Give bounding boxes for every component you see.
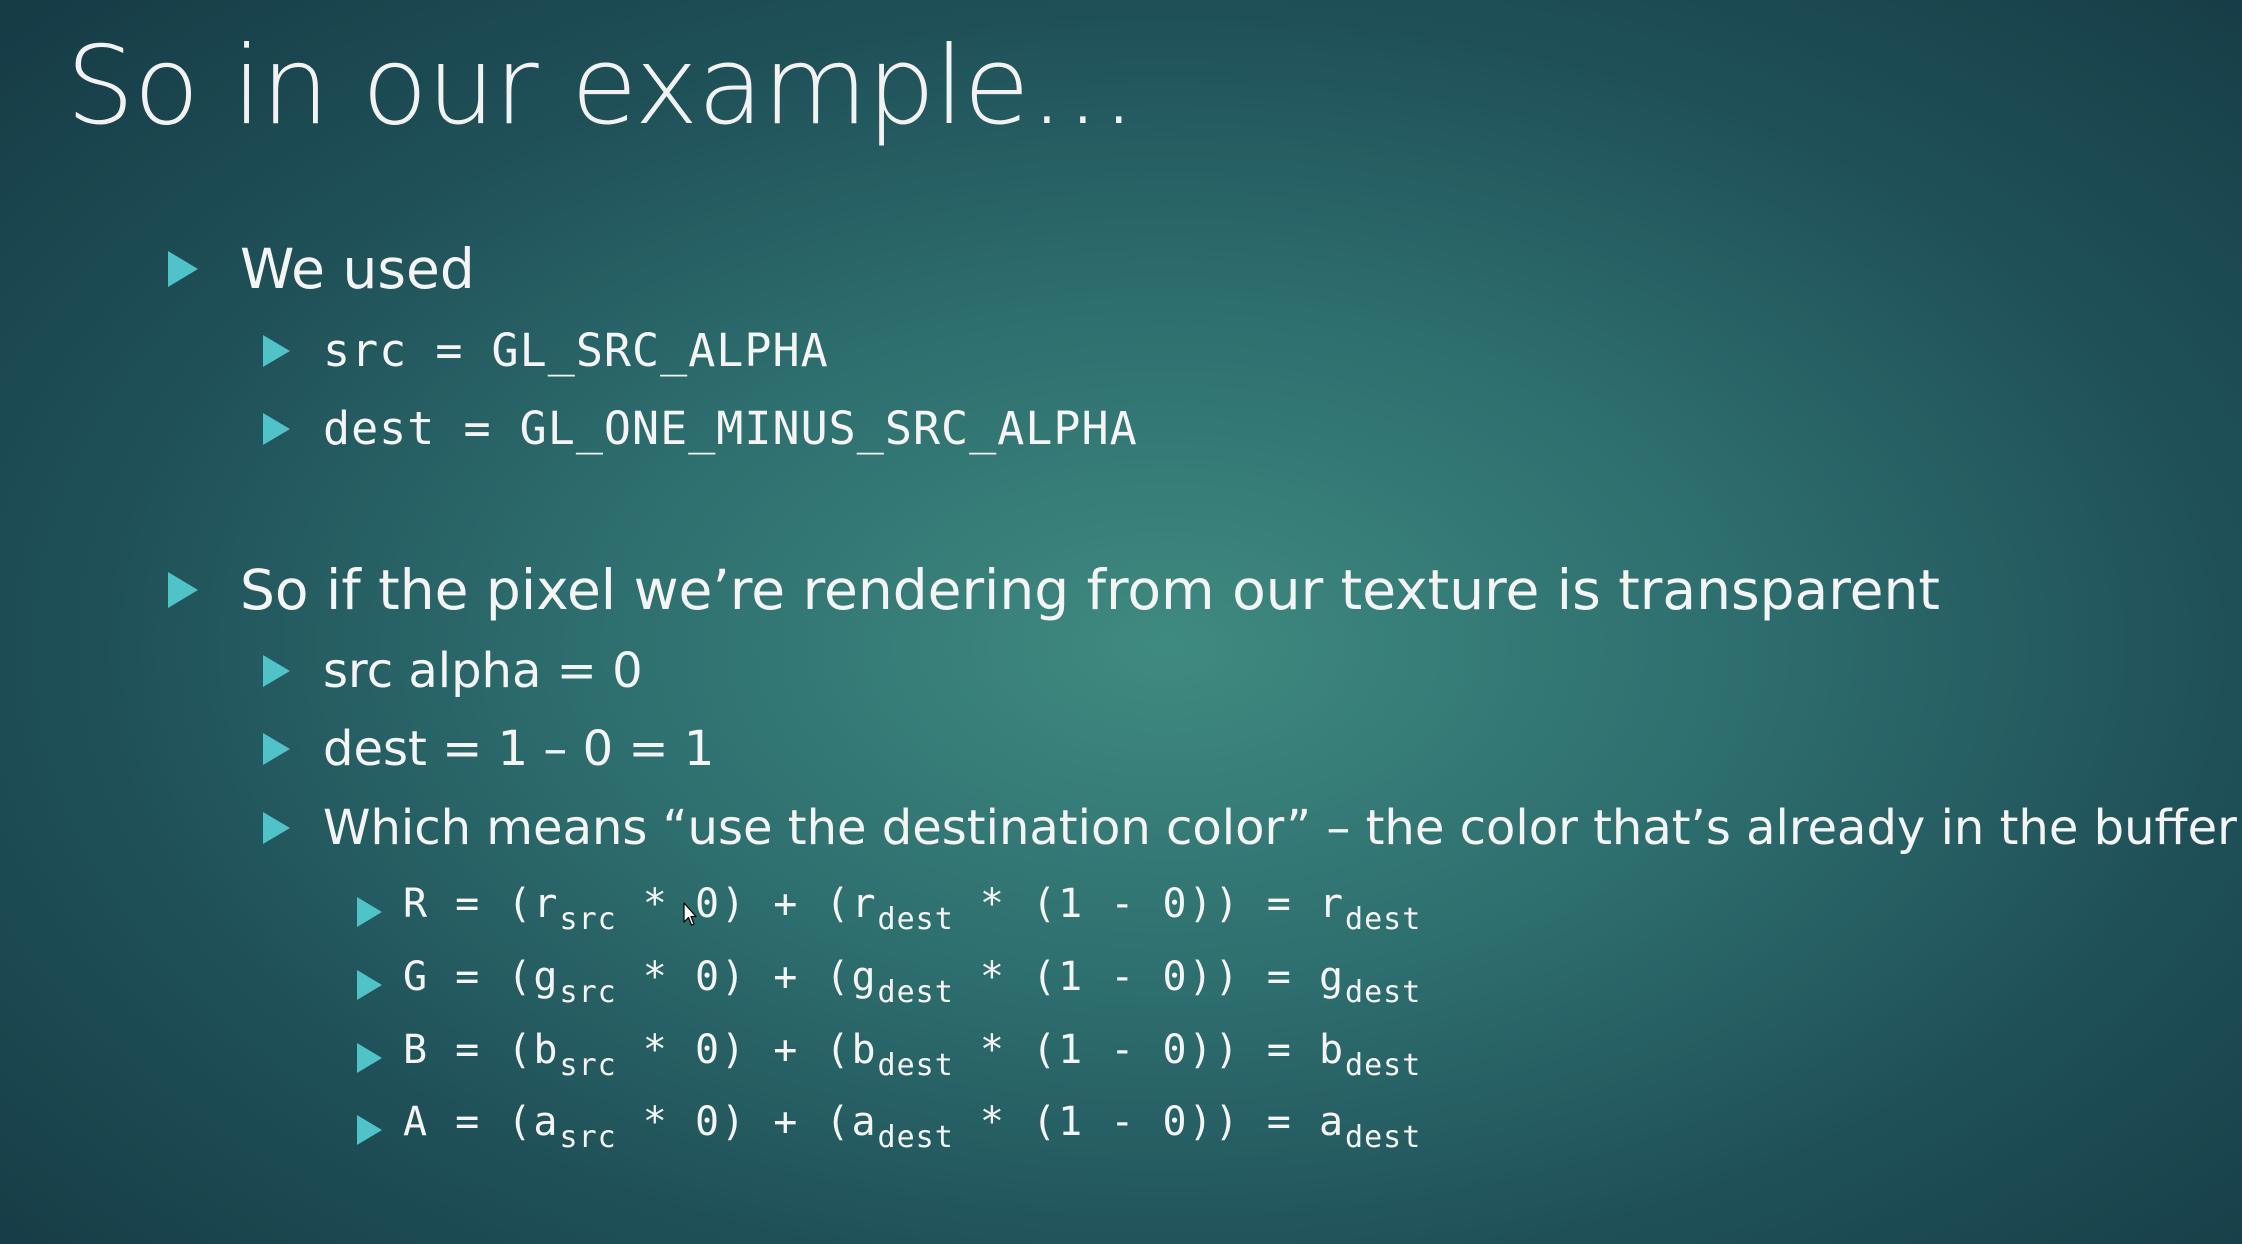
bullet-arrow-icon	[263, 335, 290, 367]
bullet-arrow-icon	[263, 655, 290, 687]
bullet-arrow-icon	[168, 572, 198, 608]
bullet-arrow-icon	[263, 413, 290, 445]
bullet-src-alpha: src alpha = 0	[263, 640, 643, 702]
bullet-text: src alpha = 0	[323, 643, 643, 699]
bullet-dest-blend: dest = GL_ONE_MINUS_SRC_ALPHA	[263, 398, 1138, 460]
equation-text: G = (gsrc * 0) + (gdest * (1 - 0)) = gde…	[403, 954, 1422, 1010]
equation-r: R = (rsrc * 0) + (rdest * (1 - 0)) = rde…	[357, 876, 1421, 948]
equation-g: G = (gsrc * 0) + (gdest * (1 - 0)) = gde…	[357, 949, 1421, 1021]
bullet-transparent-pixel: So if the pixel we’re rendering from our…	[168, 555, 1940, 625]
slide-title: So in our example…	[66, 24, 1137, 149]
bullet-arrow-icon	[357, 1115, 382, 1145]
equation-a: A = (asrc * 0) + (adest * (1 - 0)) = ade…	[357, 1094, 1421, 1166]
equation-text: B = (bsrc * 0) + (bdest * (1 - 0)) = bde…	[403, 1027, 1422, 1083]
bullet-arrow-icon	[263, 812, 290, 844]
bullet-we-used: We used	[168, 234, 475, 304]
bullet-arrow-icon	[357, 897, 382, 927]
bullet-text: dest = 1 – 0 = 1	[323, 721, 715, 777]
bullet-which-means: Which means “use the destination color” …	[263, 797, 2237, 859]
mouse-pointer-icon	[683, 902, 697, 926]
bullet-arrow-icon	[168, 251, 198, 287]
bullet-text: src = GL_SRC_ALPHA	[323, 324, 829, 377]
bullet-text: dest = GL_ONE_MINUS_SRC_ALPHA	[323, 402, 1138, 455]
bullet-arrow-icon	[263, 733, 290, 765]
bullet-src-blend: src = GL_SRC_ALPHA	[263, 320, 829, 382]
equation-b: B = (bsrc * 0) + (bdest * (1 - 0)) = bde…	[357, 1022, 1421, 1094]
bullet-text: We used	[240, 237, 475, 301]
bullet-arrow-icon	[357, 1043, 382, 1073]
bullet-text: So if the pixel we’re rendering from our…	[240, 558, 1940, 622]
bullet-arrow-icon	[357, 970, 382, 1000]
bullet-text: Which means “use the destination color” …	[323, 800, 2237, 856]
bullet-dest-value: dest = 1 – 0 = 1	[263, 718, 714, 780]
equation-text: R = (rsrc * 0) + (rdest * (1 - 0)) = rde…	[403, 881, 1422, 937]
equation-text: A = (asrc * 0) + (adest * (1 - 0)) = ade…	[403, 1099, 1422, 1155]
